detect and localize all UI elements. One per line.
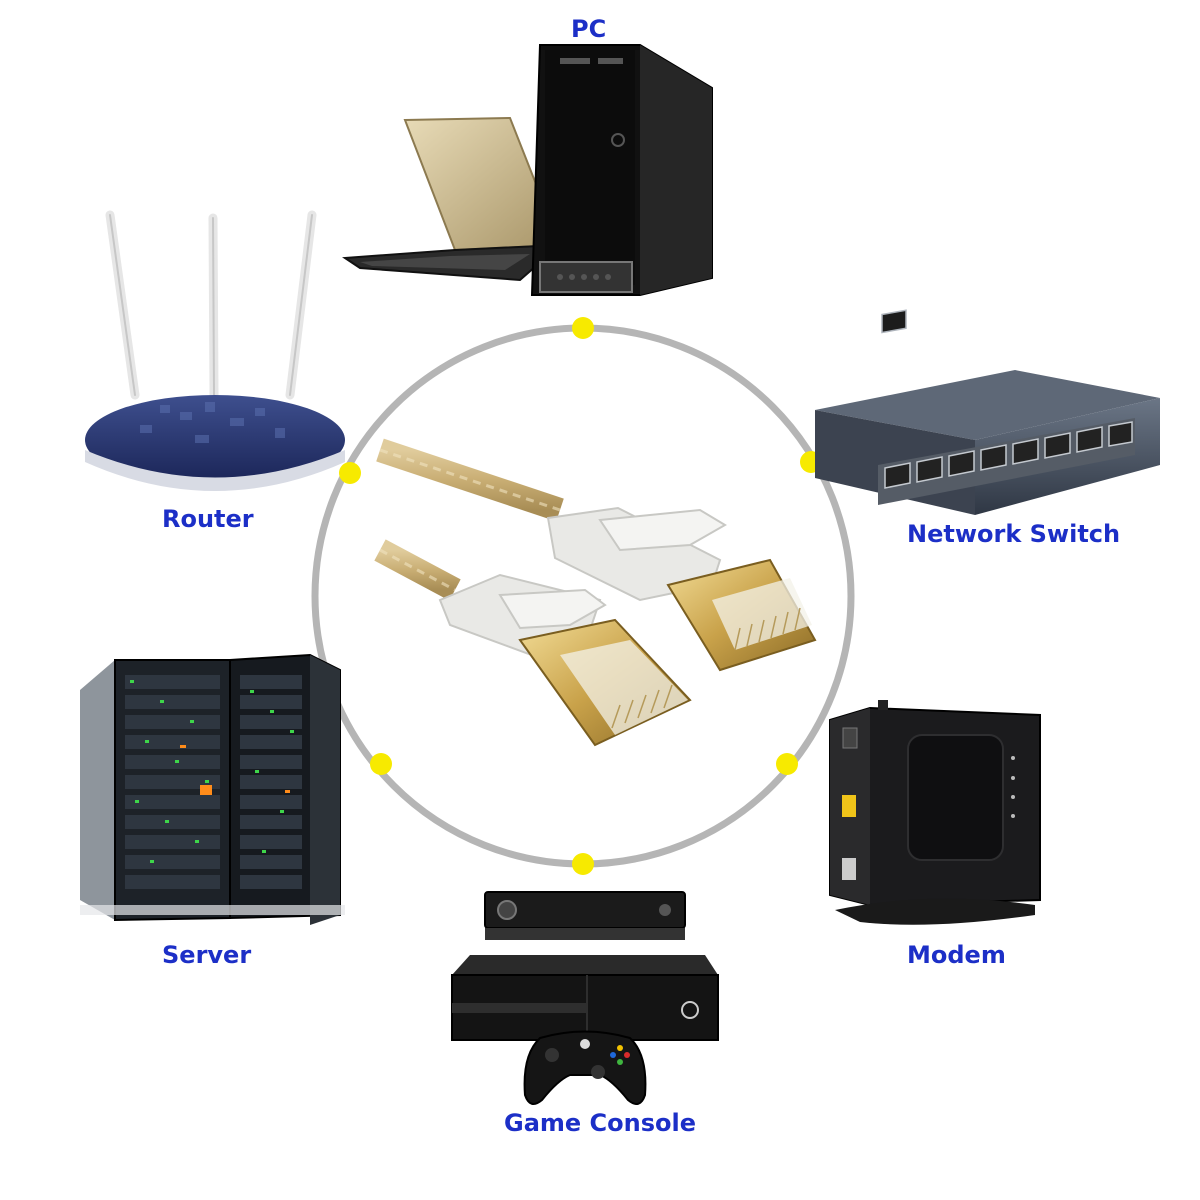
connector-dot-server: [370, 753, 392, 775]
connector-dot-modem: [776, 753, 798, 775]
server-rack-icon: [80, 653, 345, 925]
connector-dot-console: [572, 853, 594, 875]
game-console-label: Game Console: [504, 1109, 696, 1137]
server-label: Server: [162, 941, 252, 969]
router-label: Router: [162, 505, 254, 533]
connector-dot-top: [572, 317, 594, 339]
modem-icon: [829, 700, 1041, 925]
network-switch-label: Network Switch: [907, 520, 1121, 548]
pc-label: PC: [571, 15, 607, 43]
wifi-router-icon: [85, 210, 345, 491]
connector-dot-router: [339, 462, 361, 484]
game-console-icon: [451, 891, 719, 1105]
ethernet-cable-icon: [374, 438, 817, 747]
desktop-and-laptop-icon: [342, 44, 713, 296]
modem-label: Modem: [907, 941, 1006, 969]
network-switch-icon: [815, 309, 1160, 515]
